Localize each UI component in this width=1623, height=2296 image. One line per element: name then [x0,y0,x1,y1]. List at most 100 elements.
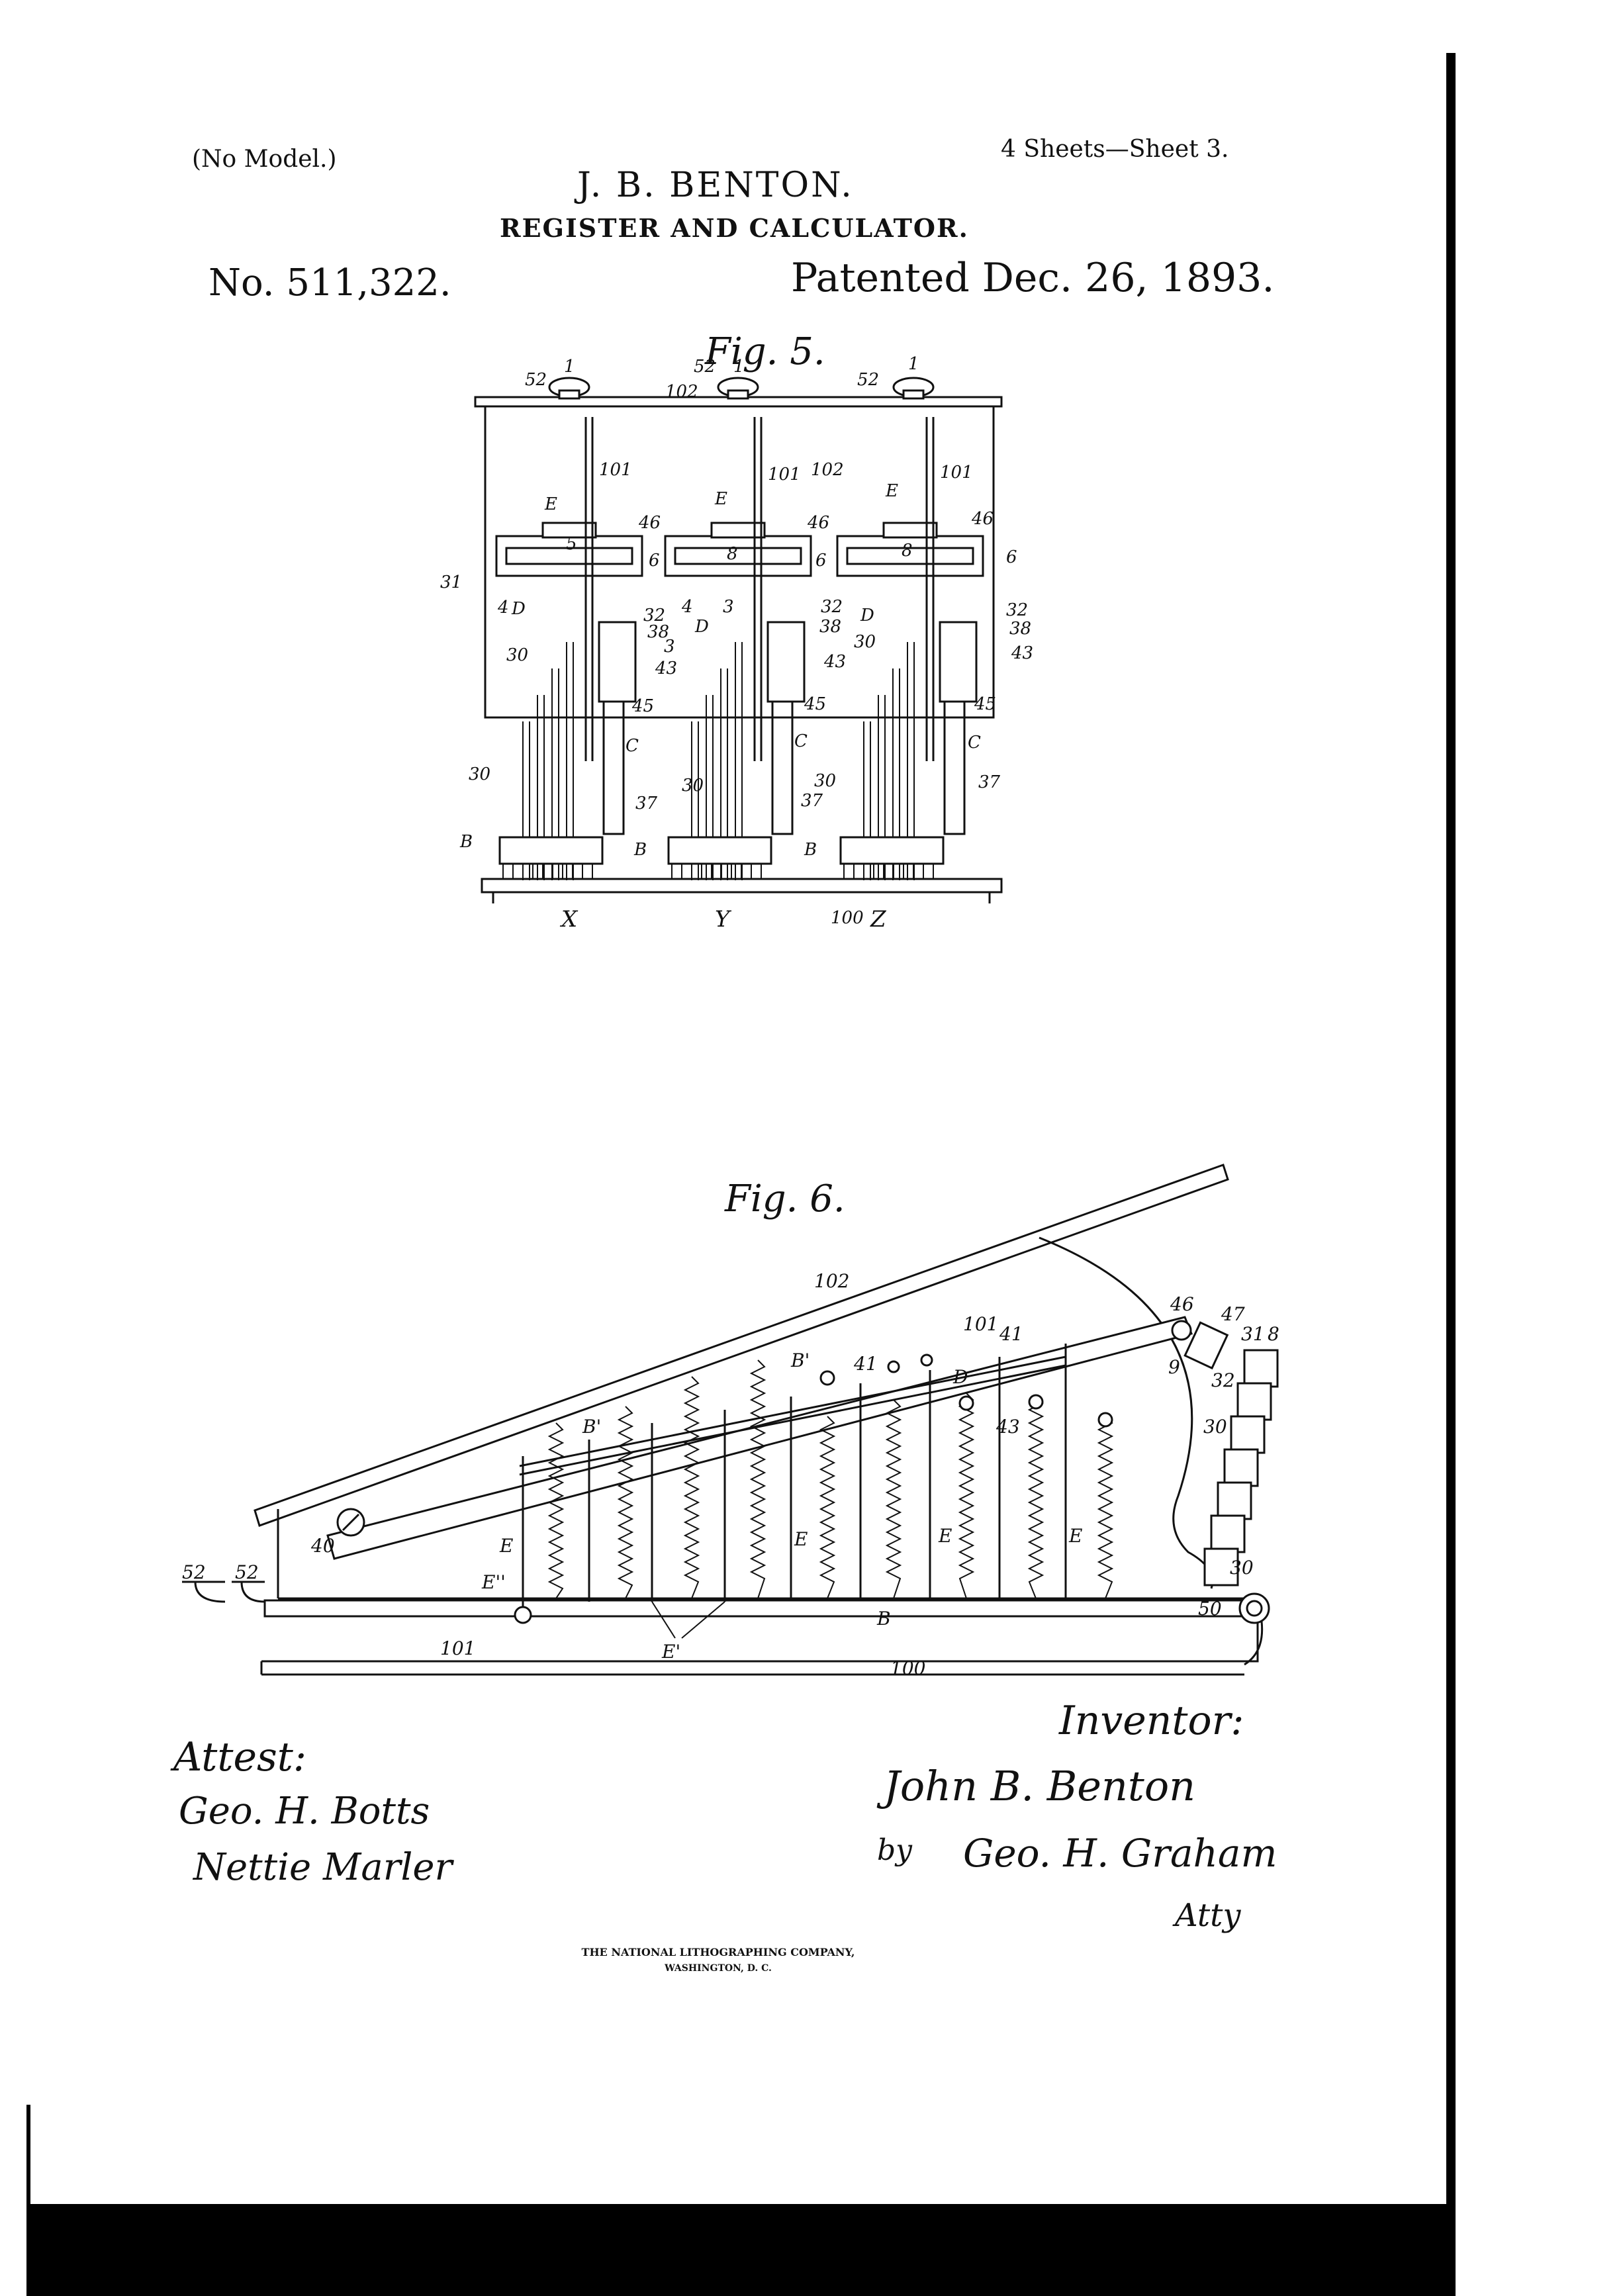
sheet-number: 4 Sheets—Sheet 3. [1001,136,1229,163]
figure-6: Fig. 6. [182,1164,1279,1679]
fig6-label-b: B [876,1608,891,1630]
fig6-label-e1: E [794,1528,808,1550]
fig5-label-bc: B [804,840,817,860]
fig5-label-e2: E [714,489,727,509]
fig5-knob-left [548,377,590,400]
inventor-label: Inventor: [1058,1698,1244,1744]
fig6-label-31: 31 [1241,1323,1265,1345]
fig5-unit-x [495,417,643,880]
fig5-label-cb: C [794,731,808,751]
fig5-label-5a: 5 [566,534,577,554]
witness-2-signature: Nettie Marler [192,1846,455,1889]
fig6-label-8: 8 [1268,1323,1279,1345]
fig5-label-bb: B [633,840,647,860]
fig5-label-45a: 45 [631,696,654,716]
scan-bottom-border [26,2204,1456,2296]
fig6-springs [547,1359,1114,1599]
atty-label: Atty [1172,1897,1241,1934]
fig5-label-x: X [559,906,579,933]
fig5-label-3b: 3 [723,597,734,617]
fig5-label-30e: 30 [814,771,836,791]
fig6-label-52b: 52 [235,1561,259,1583]
fig5-label-z: Z [870,906,887,933]
fig6-label-41b: 41 [853,1353,878,1375]
fig6-label-41a: 41 [999,1323,1023,1345]
fig6-label-32: 32 [1211,1369,1235,1391]
fig6-label-46: 46 [1170,1293,1194,1315]
fig5-label-101c: 101 [940,463,973,482]
by-label: by [877,1833,913,1867]
fig5-label-100: 100 [831,908,864,928]
fig5-label-6b: 6 [815,551,827,571]
fig5-label-37b: 37 [801,791,823,811]
fig6-label-e2: E [938,1525,952,1547]
fig6-label-50: 50 [1198,1598,1222,1620]
fig5-label-8c: 8 [902,541,913,561]
fig5-label-45b: 45 [804,694,826,714]
fig5-label-da: D [511,599,526,619]
fig5-label-3a: 3 [664,637,675,657]
fig6-label-52a: 52 [182,1561,206,1583]
fig5-knob-right [892,377,935,400]
fig5-label-52b: 52 [694,357,716,377]
figure-5: Fig. 5. [440,330,1033,933]
fig5-label-1c: 1 [908,354,919,374]
fig5-label-43c: 43 [1011,643,1033,663]
fig5-label-43b: 43 [823,652,846,672]
fig6-label-102: 102 [814,1270,849,1292]
fig5-label-32b: 32 [821,597,843,617]
fig6-label-eprime: E' [661,1641,680,1663]
fig5-label-31: 31 [440,573,462,592]
fig5-label-46a: 46 [638,513,661,533]
printer-imprint: THE NATIONAL LITHOGRAPHING COMPANY, WASH… [582,1946,855,1974]
fig5-label-38c: 38 [1009,619,1031,639]
fig5-label-38a: 38 [647,622,669,642]
fig5-label-37c: 37 [978,772,1001,792]
fig5-label-ca: C [626,736,639,756]
fig5-label-cc: C [968,733,981,753]
printer-name: THE NATIONAL LITHOGRAPHING COMPANY, [582,1946,855,1958]
fig5-label-e1: E [544,494,557,514]
fig6-label-43: 43 [996,1416,1020,1438]
printer-city: WASHINGTON, D. C. [664,1963,772,1974]
patent-title: REGISTER AND CALCULATOR. [500,213,969,243]
inventor-signature: John B. Benton [876,1762,1195,1810]
fig6-rods [522,1344,1067,1615]
fig6-label-30a: 30 [1203,1416,1227,1438]
patent-number: No. 511,322. [209,261,451,304]
attorney-signature: Geo. H. Graham [963,1831,1277,1876]
patent-date: Patented Dec. 26, 1893. [791,255,1275,301]
fig5-label-45c: 45 [974,694,996,714]
witness-1-signature: Geo. H. Botts [179,1790,430,1833]
fig5-label-30d: 30 [682,776,704,796]
fig5-label-32a: 32 [643,606,665,625]
fig5-label-30c: 30 [469,764,490,784]
fig5-label-46b: 46 [807,513,829,533]
fig5-label-43a: 43 [655,659,677,678]
signature-block: Attest: Geo. H. Botts Nettie Marler Inve… [170,1698,1277,1934]
fig6-pivot-50 [1238,1592,1270,1624]
scan-right-border [1446,53,1456,2264]
fig6-label-9: 9 [1168,1356,1180,1378]
inventor-name: J. B. BENTON. [577,165,854,205]
attest-label: Attest: [170,1734,306,1780]
fig5-label-dc: D [860,606,874,625]
fig5-label-101b: 101 [768,465,801,484]
fig6-label-bprime-a: B' [790,1350,810,1371]
fig5-label-102b: 102 [811,460,844,480]
fig6-label-40: 40 [310,1535,335,1557]
fig6-caption: Fig. 6. [724,1177,845,1220]
fig5-label-32c: 32 [1006,600,1028,620]
fig5-label-52a: 52 [525,370,547,390]
fig5-knob-center [717,377,759,400]
fig6-pins [819,1354,1113,1428]
fig5-unit-z [836,417,984,880]
fig5-label-101a: 101 [599,460,632,480]
fig6-label-e3: E [1068,1525,1082,1547]
fig5-label-52c: 52 [857,370,879,390]
fig5-caption: Fig. 5. [704,330,825,373]
fig6-keys-30 [1203,1349,1279,1586]
fig5-label-46c: 46 [971,509,994,529]
fig5-label-y: Y [715,906,732,933]
